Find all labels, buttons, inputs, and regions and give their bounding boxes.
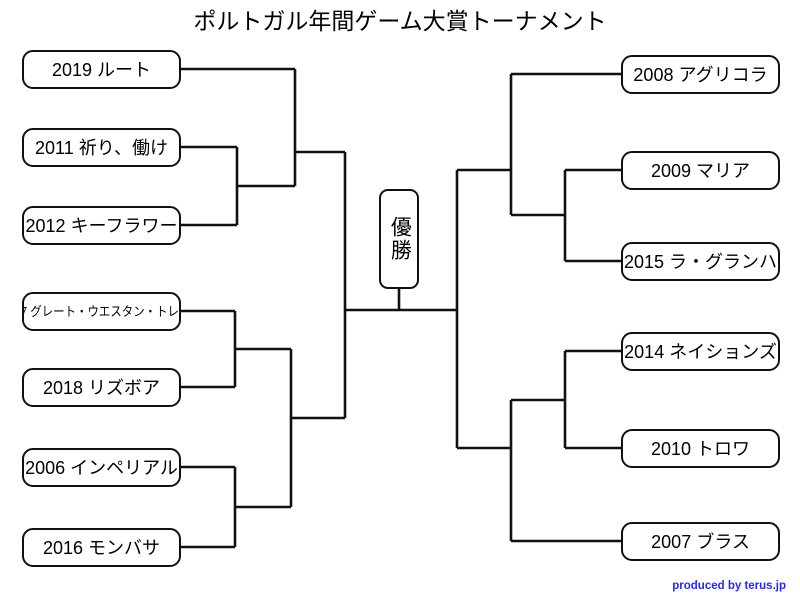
bracket-node-left-5[interactable]: 2018 リズボア — [22, 368, 181, 407]
bracket-node-label: 2009 マリア — [650, 160, 751, 181]
bracket-node-right-1[interactable]: 2008 アグリコラ — [621, 55, 780, 94]
bracket-node-left-6[interactable]: 2006 インペリアル — [22, 448, 181, 487]
bracket-node-left-2[interactable]: 2011 祈り、働け — [22, 128, 181, 167]
bracket-node-label: 2011 祈り、働け — [35, 137, 168, 158]
bracket-node-label: 2010 トロワ — [650, 438, 751, 459]
bracket-node-label: 2014 ネイションズ — [624, 341, 777, 362]
bracket-node-left-7[interactable]: 2016 モンバサ — [22, 528, 181, 567]
champion-node[interactable]: 優勝 — [379, 189, 419, 289]
bracket-node-left-4[interactable]: 2017 グレート・ウエスタン・トレイル — [22, 292, 181, 331]
bracket-node-right-5[interactable]: 2010 トロワ — [621, 429, 780, 468]
bracket-node-label: 2012 キーフラワー — [25, 215, 178, 236]
bracket-node-left-3[interactable]: 2012 キーフラワー — [22, 206, 181, 245]
bracket-node-label: 2006 インペリアル — [25, 457, 178, 478]
bracket-node-right-2[interactable]: 2009 マリア — [621, 151, 780, 190]
champion-label: 優勝 — [388, 216, 412, 262]
bracket-node-label: 2019 ルート — [51, 59, 152, 80]
bracket-node-right-4[interactable]: 2014 ネイションズ — [621, 332, 780, 371]
bracket-node-label: 2015 ラ・グランハ — [623, 251, 778, 272]
bracket-node-right-6[interactable]: 2007 ブラス — [621, 522, 780, 561]
bracket-node-label: 2017 グレート・ウエスタン・トレイル — [24, 304, 179, 319]
bracket-node-left-1[interactable]: 2019 ルート — [22, 50, 181, 89]
page-title: ポルトガル年間ゲーム大賞トーナメント — [193, 8, 607, 34]
bracket-node-label: 2008 アグリコラ — [633, 64, 768, 85]
bracket-node-label: 2007 ブラス — [651, 531, 750, 552]
bracket-node-label: 2016 モンバサ — [42, 537, 161, 558]
bracket-node-label: 2018 リズボア — [42, 377, 161, 398]
bracket-node-right-3[interactable]: 2015 ラ・グランハ — [621, 242, 780, 281]
credit-text: produced by terus.jp — [672, 580, 786, 592]
